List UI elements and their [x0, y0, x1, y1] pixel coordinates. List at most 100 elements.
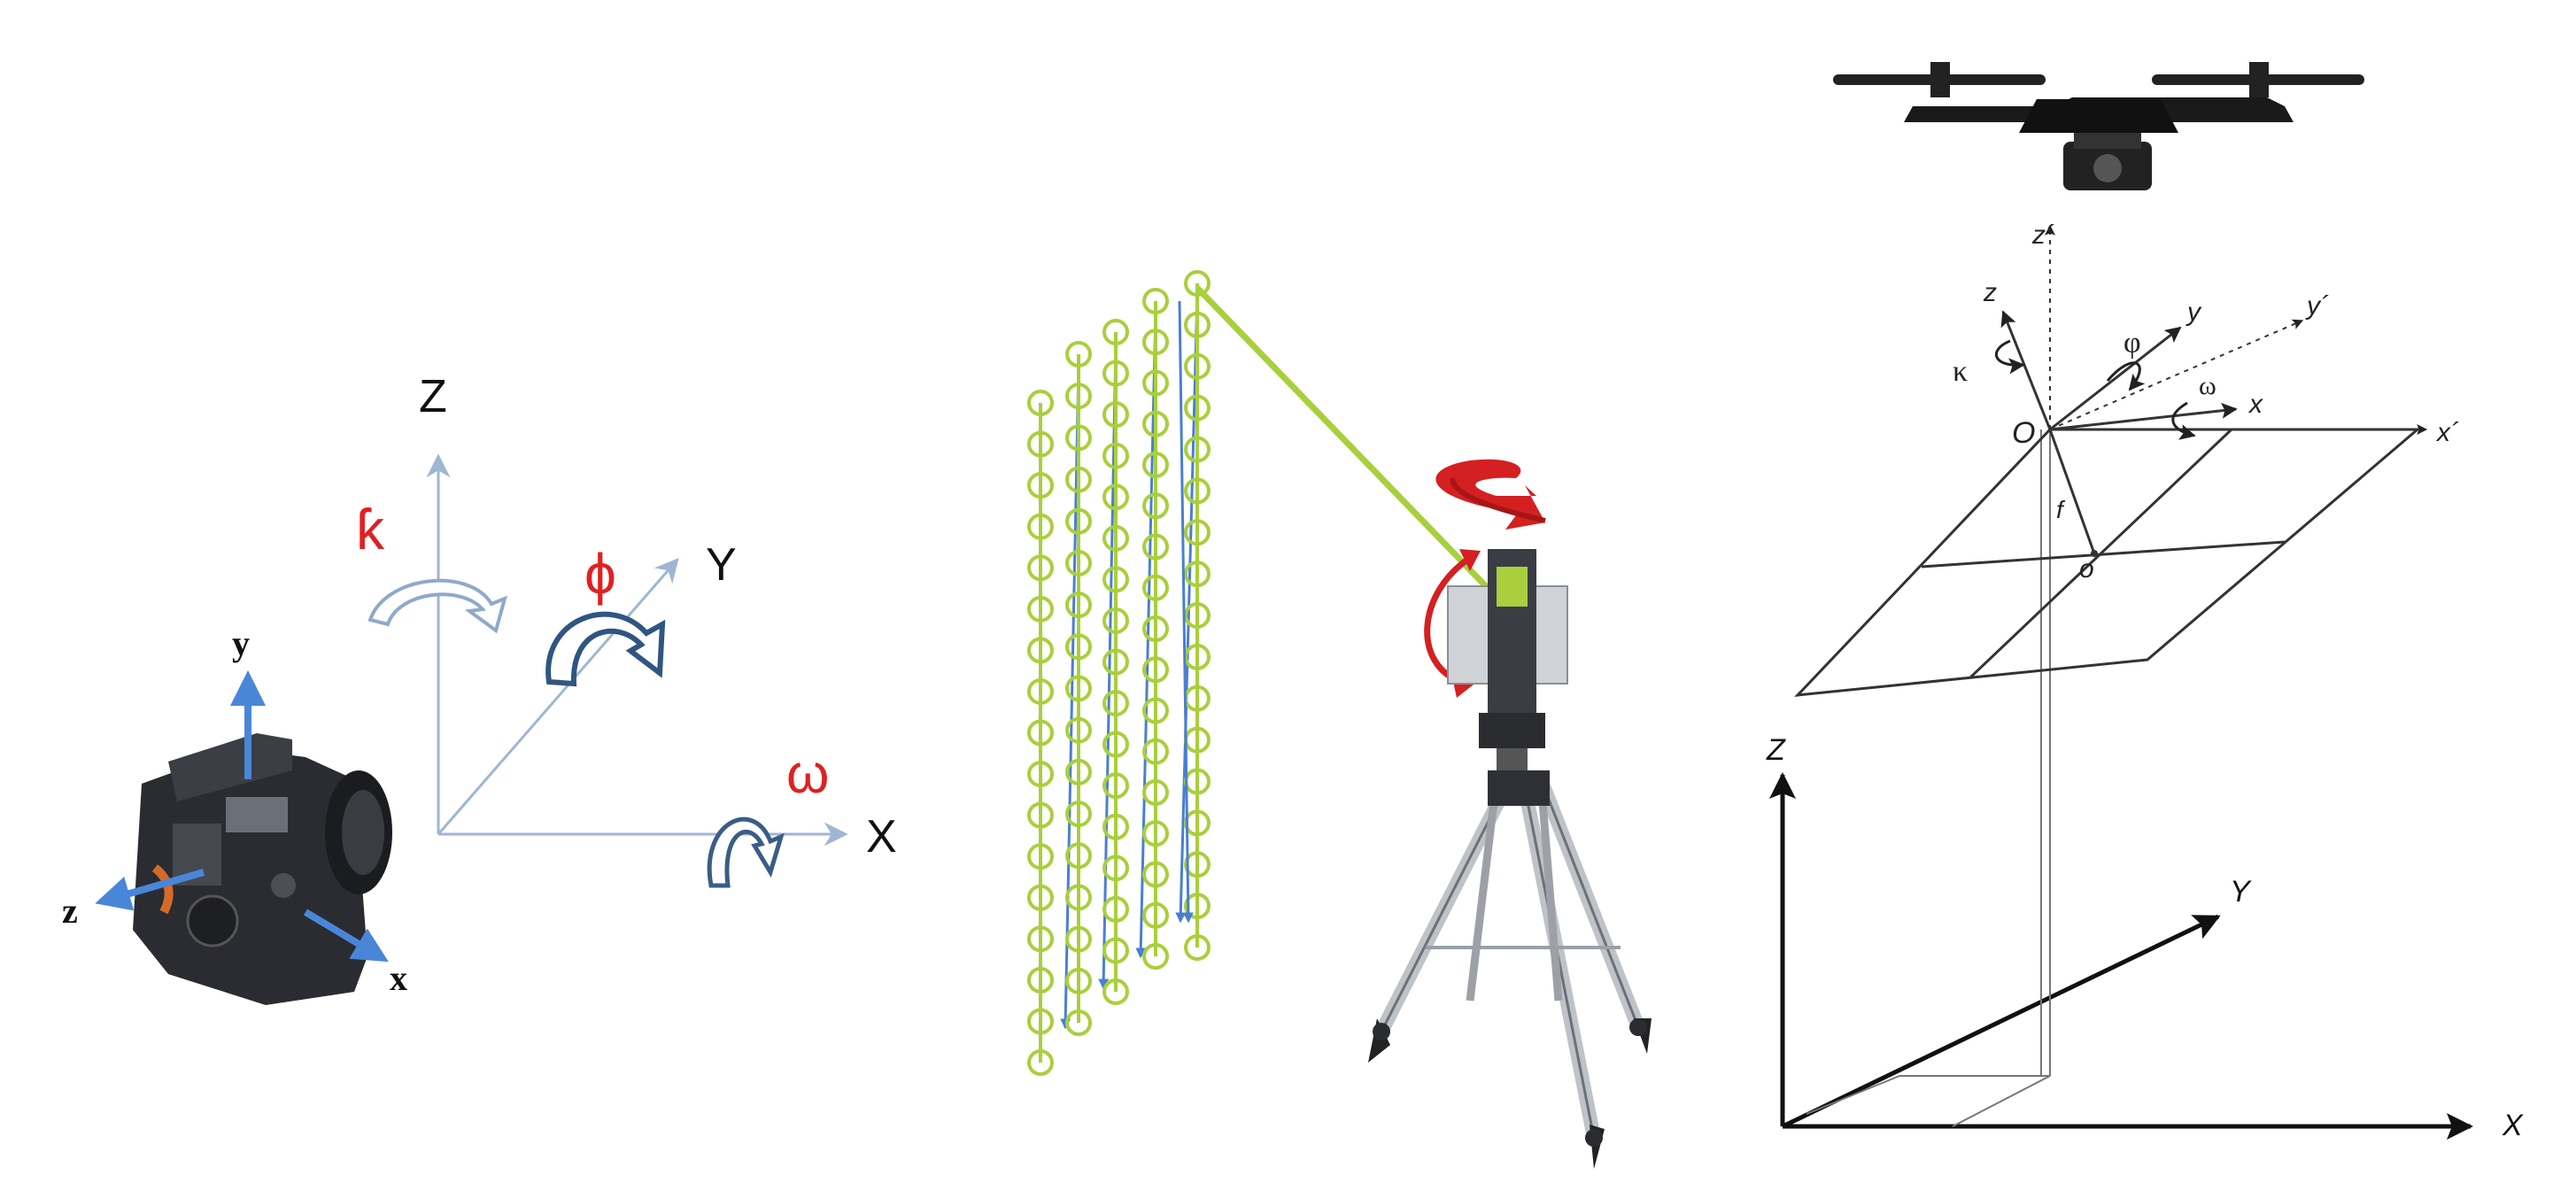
- omega-label: ω: [2199, 371, 2216, 400]
- image-plane: [1794, 428, 2422, 697]
- scan-point: [1102, 731, 1129, 758]
- scan-point: [1027, 595, 1054, 623]
- scan-point: [1027, 1008, 1054, 1035]
- camera-axis-x-label: x: [390, 958, 407, 998]
- phi-rotation-arrow: ϕ: [545, 542, 666, 687]
- scan-point: [1184, 394, 1211, 422]
- scan-point: [1142, 738, 1169, 765]
- omega-label: ω: [786, 744, 829, 805]
- scan-point: [1027, 472, 1054, 499]
- laser-beam: [1195, 285, 1512, 614]
- primed-axis-y: [2049, 319, 2304, 430]
- scan-point: [1184, 519, 1211, 546]
- scan-point: [1142, 533, 1169, 561]
- scan-point: [1065, 1009, 1092, 1036]
- scan-point: [1142, 943, 1169, 970]
- scan-point: [1027, 719, 1054, 746]
- focal-length-label: f: [2056, 496, 2066, 523]
- scan-point: [1142, 369, 1169, 397]
- image-coordinate-system: z´ y´ x´ z y x κ φ ω O o f: [1953, 220, 2459, 584]
- omega-rotation-arrow: ω: [707, 744, 829, 888]
- ground-axes: Z Y X: [1766, 733, 2524, 1142]
- scan-point: [1102, 607, 1129, 634]
- scan-point: [1065, 758, 1092, 785]
- scan-point: [1102, 566, 1129, 593]
- phi-rotation-icon: [2106, 361, 2146, 391]
- scan-point: [1142, 901, 1169, 929]
- scan-point: [1065, 842, 1092, 870]
- scan-point: [1027, 430, 1054, 458]
- scan-point: [1142, 656, 1169, 684]
- scan-point: [1065, 884, 1092, 911]
- drone-icon: [1833, 62, 2364, 190]
- camera-axis-x: [303, 909, 389, 963]
- scan-point: [1102, 401, 1129, 429]
- ground-axis-y-label: Y: [2230, 875, 2252, 909]
- tripod-icon: [1368, 770, 1652, 1169]
- scan-point: [1065, 466, 1092, 493]
- image-axis-y-label: y: [2185, 298, 2202, 327]
- scan-point: [1142, 861, 1169, 888]
- camera-axis-z: [95, 869, 205, 911]
- scan-point: [1102, 483, 1129, 511]
- image-axis-z: [2000, 310, 2052, 430]
- scan-point: [1065, 592, 1092, 619]
- scan-point: [1065, 675, 1092, 702]
- scan-point: [1065, 549, 1092, 576]
- world-axis-z-label: Z: [419, 371, 447, 422]
- scan-point: [1102, 690, 1129, 717]
- scan-point: [1027, 884, 1054, 911]
- scan-point: [1065, 967, 1092, 994]
- scan-point: [1027, 1049, 1054, 1076]
- phi-arrow-icon: [545, 611, 666, 687]
- panel-drone: Z Y X: [1766, 62, 2524, 1142]
- projection-center-label: O: [2012, 416, 2035, 450]
- scan-point: [1142, 820, 1169, 847]
- scan-point: [1102, 979, 1129, 1005]
- scan-point: [1027, 390, 1054, 416]
- omega-rotation-icon: [2171, 401, 2196, 440]
- scan-point: [1102, 319, 1129, 345]
- image-axis-x: [2049, 402, 2238, 431]
- ground-axis-y: [1781, 914, 2221, 1129]
- camera-axis-z-label: z: [62, 891, 78, 931]
- scan-point: [1102, 648, 1129, 676]
- scan-point: [1184, 436, 1211, 463]
- scan-point: [1027, 925, 1054, 953]
- scan-point: [1027, 554, 1054, 582]
- image-axis-z-label: z: [1983, 278, 1997, 307]
- scan-point: [1065, 424, 1092, 452]
- scan-point: [1142, 492, 1169, 520]
- primed-axis-y-label: y´: [2305, 291, 2329, 321]
- primed-axis-z-label: z´: [2031, 220, 2054, 250]
- scan-point: [1102, 937, 1129, 964]
- scan-point: [1027, 801, 1054, 829]
- scan-point: [1027, 761, 1054, 788]
- phi-label: φ: [2123, 327, 2141, 360]
- scan-point: [1065, 801, 1092, 828]
- ground-axis-z-label: Z: [1766, 733, 1786, 767]
- scan-point: [1102, 524, 1129, 552]
- focal-length-line: [2048, 429, 2096, 554]
- phi-label: ϕ: [584, 542, 616, 606]
- scan-point: [1102, 813, 1129, 840]
- scan-point: [1027, 966, 1054, 994]
- camera-axis-y-label: y: [232, 623, 250, 663]
- scan-point: [1184, 311, 1211, 338]
- world-axis-y-label: Y: [706, 539, 737, 591]
- scan-point: [1184, 352, 1211, 380]
- scan-point: [1102, 360, 1129, 387]
- image-axis-y: [2049, 326, 2182, 431]
- scan-point: [1102, 772, 1129, 800]
- scan-point: [1065, 341, 1092, 367]
- scan-point: [1184, 934, 1211, 961]
- scan-point: [1142, 452, 1169, 478]
- kappa-label: ƙ: [356, 498, 385, 561]
- scan-point: [1184, 561, 1211, 588]
- omega-arrow-icon: [707, 816, 785, 888]
- scan-point: [1142, 410, 1169, 437]
- scan-point: [1142, 615, 1169, 642]
- scan-point: [1027, 637, 1054, 664]
- scan-point: [1142, 697, 1169, 724]
- panel-scanner: [1027, 270, 1652, 1169]
